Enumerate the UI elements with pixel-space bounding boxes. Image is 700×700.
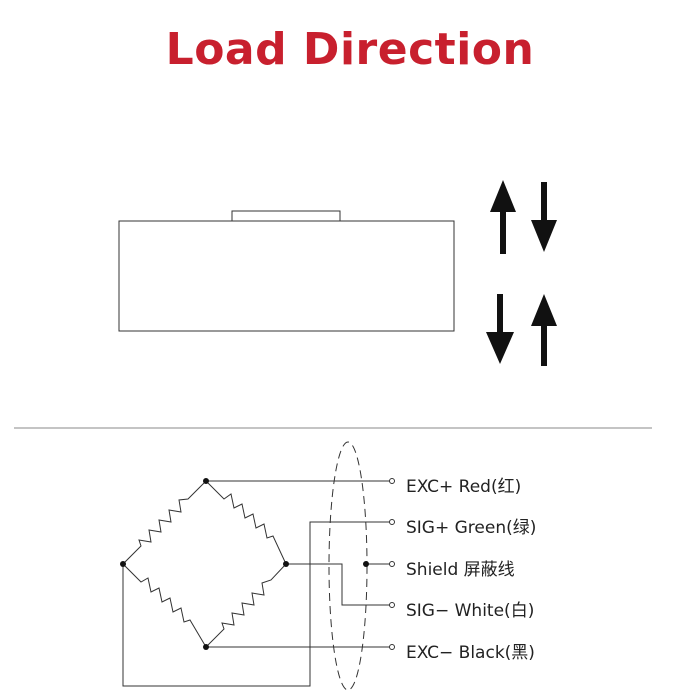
terminals <box>389 478 395 650</box>
node-left <box>120 561 126 567</box>
page-title: Load Direction <box>165 24 535 75</box>
shield-ellipse <box>328 441 368 691</box>
load-arrows <box>486 180 557 366</box>
label-shield: Shield 屏蔽线 <box>406 560 515 580</box>
arrow-up-icon <box>531 294 557 366</box>
resistor-top-right <box>205 480 287 565</box>
wire-sig-plus <box>122 521 390 687</box>
load-cell-body <box>118 210 455 332</box>
arrow-down-icon <box>531 182 557 252</box>
node-top <box>203 478 209 484</box>
node-bottom <box>203 644 209 650</box>
terminal-sig-plus <box>389 519 395 525</box>
label-exc-minus: EXC− Black(黑) <box>406 643 535 663</box>
resistor-bottom-right <box>205 563 287 648</box>
wheatstone-bridge <box>122 441 390 691</box>
bridge-nodes <box>120 478 369 650</box>
terminal-sig-minus <box>389 602 395 608</box>
label-sig-plus: SIG+ Green(绿) <box>406 518 536 538</box>
arrow-down-icon <box>486 294 514 364</box>
load-cell-pad <box>231 210 341 222</box>
resistor-bottom-left <box>122 563 207 648</box>
resistor-top-left <box>122 480 207 565</box>
terminal-exc-plus <box>389 478 395 484</box>
load-cell-block <box>118 220 455 332</box>
wire-sig-minus <box>286 563 390 606</box>
wire-labels: EXC+ Red(红) SIG+ Green(绿) Shield 屏蔽线 SIG… <box>406 477 536 663</box>
label-sig-minus: SIG− White(白) <box>406 601 534 621</box>
label-exc-plus: EXC+ Red(红) <box>406 477 521 497</box>
arrow-up-icon <box>490 180 516 254</box>
node-right <box>283 561 289 567</box>
terminal-exc-minus <box>389 644 395 650</box>
terminal-shield <box>389 561 395 567</box>
node-shield <box>363 561 369 567</box>
